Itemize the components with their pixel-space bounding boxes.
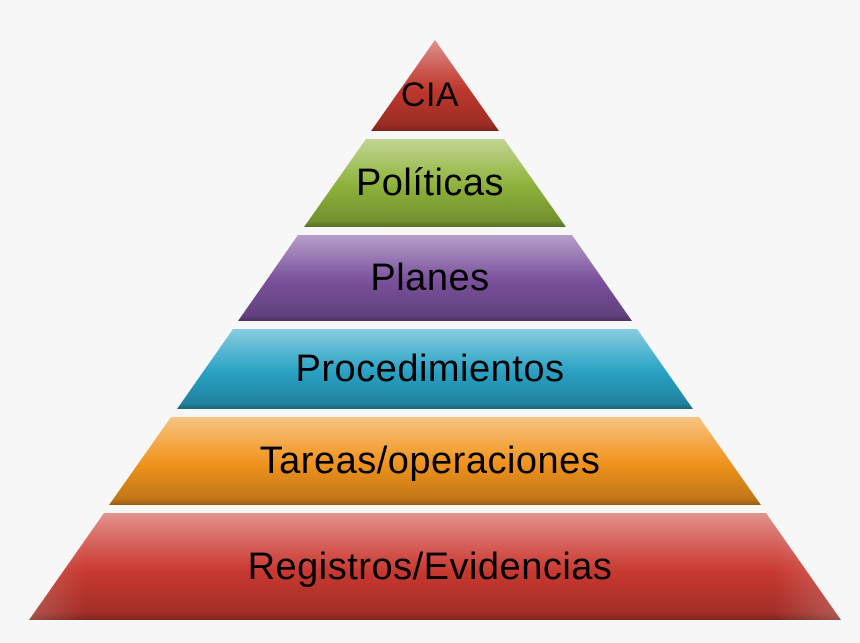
pyramid-layer-label: Planes <box>370 257 490 299</box>
pyramid-layer-label: Registros/Evidencias <box>247 545 613 588</box>
pyramid-layer-procedimientos: Procedimientos <box>177 329 693 409</box>
pyramid-layer-label: Políticas <box>355 162 505 204</box>
pyramid-layer-label: CIA <box>400 75 460 114</box>
pyramid-layer-label: Procedimientos <box>295 348 565 390</box>
pyramid-layer-tareas-operaciones: Tareas/operaciones <box>109 417 761 505</box>
pyramid-layer-cia: CIA <box>371 40 499 131</box>
pyramid-layer-label: Tareas/operaciones <box>259 440 601 482</box>
pyramid-layer-politicas: Políticas <box>304 139 566 227</box>
pyramid-layer-planes: Planes <box>238 235 632 321</box>
pyramid-layer-registros-evidencias: Registros/Evidencias <box>29 513 841 620</box>
